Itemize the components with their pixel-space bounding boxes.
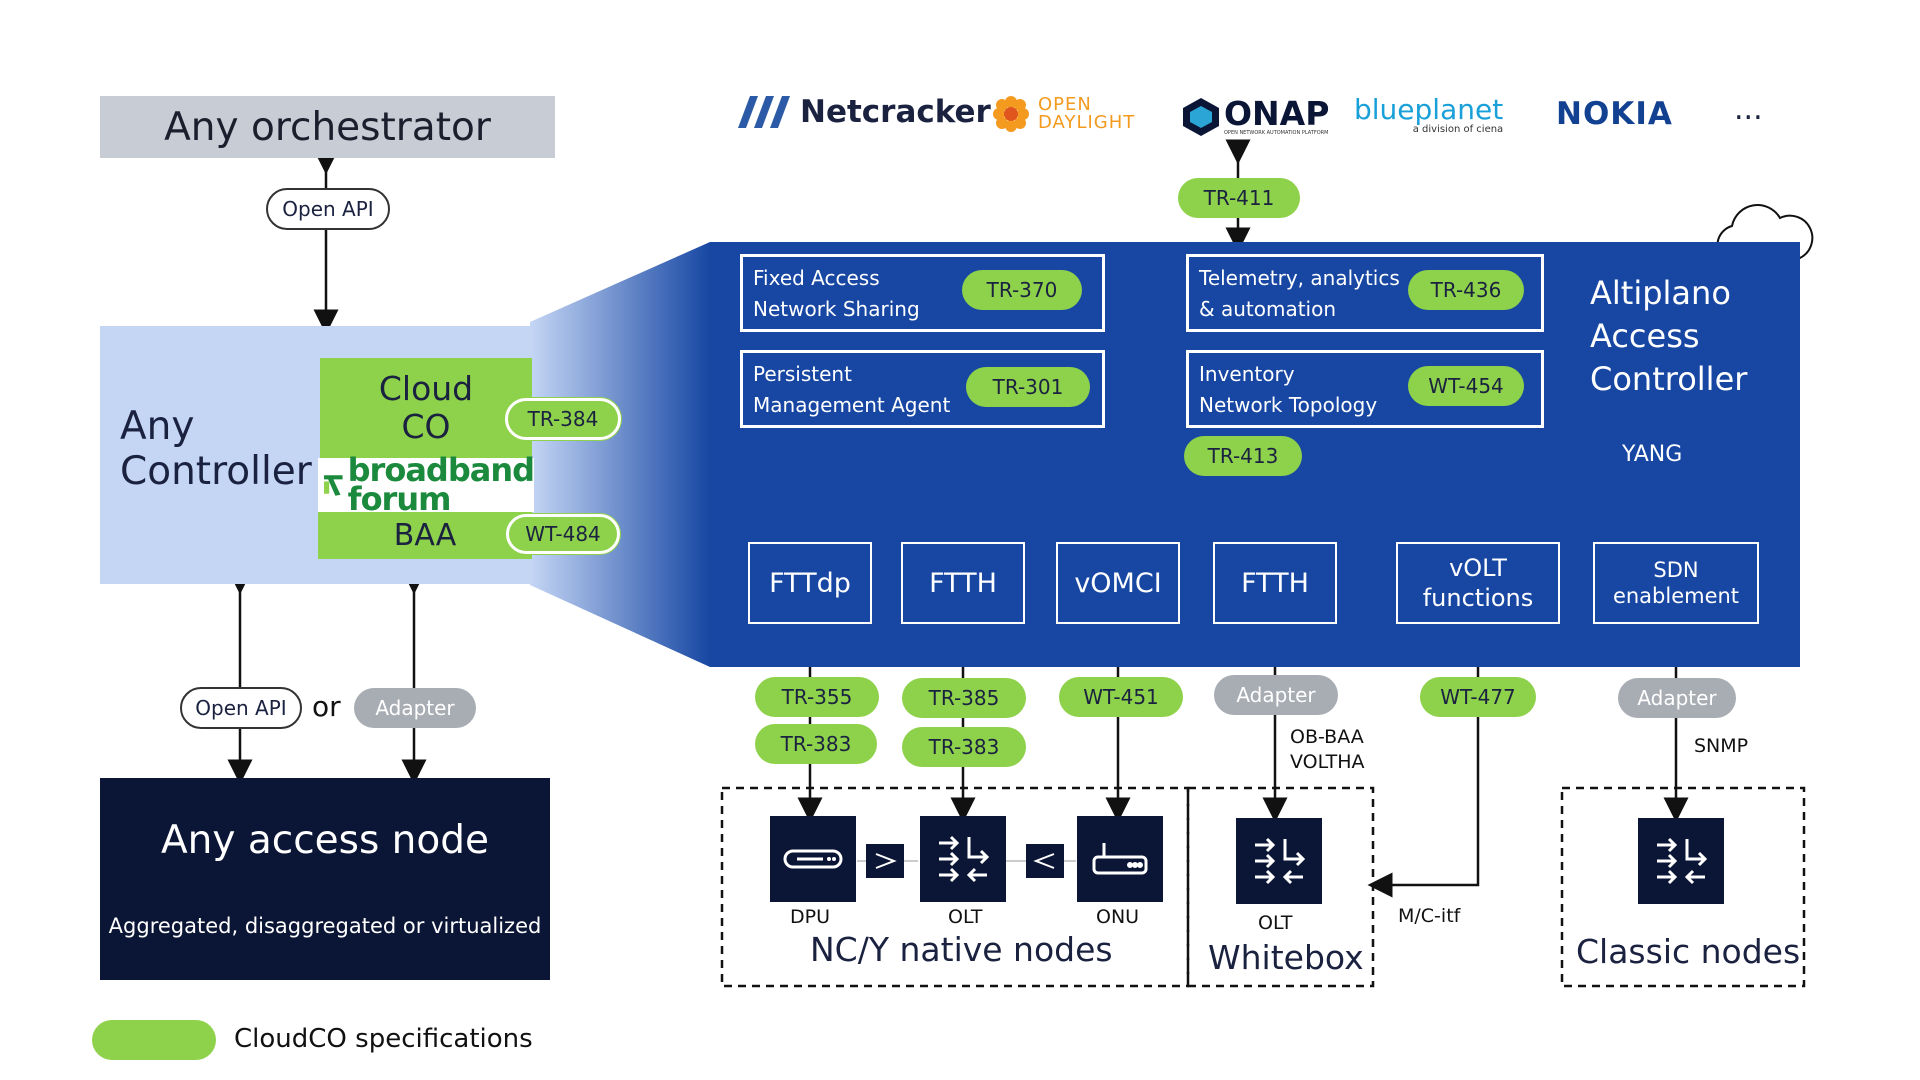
dpu-device-icon	[770, 816, 856, 902]
olt-label: OLT	[948, 906, 983, 928]
chevron-left-icon	[1026, 844, 1064, 878]
wt477-pill: WT-477	[1420, 677, 1536, 717]
onu-label: ONU	[1096, 906, 1140, 928]
adapter-pill-classic: Adapter	[1618, 678, 1736, 718]
snmp-label: SNMP	[1694, 735, 1749, 757]
tr370-pill: TR-370	[962, 270, 1082, 310]
chevron-right-icon	[866, 844, 904, 878]
tr385-pill: TR-385	[902, 678, 1026, 718]
dpu-label: DPU	[790, 906, 830, 928]
function-ftth-1: FTTH	[901, 542, 1025, 624]
app-telemetry-analytics: Telemetry, analytics & automation	[1186, 254, 1544, 332]
tr413-pill: TR-413	[1184, 436, 1302, 476]
blueplanet-logo: blueplanet a division of ciena	[1354, 93, 1504, 136]
native-nodes-label: NC/Y native nodes	[810, 930, 1113, 969]
access-node-subtitle: Aggregated, disaggregated or virtualized	[108, 914, 542, 938]
olt-device-icon	[920, 816, 1006, 902]
netcracker-logo: Netcracker	[736, 92, 991, 132]
any-access-node-box: Any access node Aggregated, disaggregate…	[100, 778, 550, 980]
more-vendors-ellipsis: ...	[1734, 92, 1763, 127]
bbf-arrow-icon	[324, 475, 343, 496]
function-volt: vOLT functions	[1396, 542, 1560, 624]
app-fixed-access-network-sharing: Fixed Access Network Sharing	[740, 254, 1105, 332]
whitebox-olt-label: OLT	[1258, 912, 1293, 934]
access-node-title: Any access node	[160, 818, 489, 863]
wt451-pill: WT-451	[1059, 677, 1183, 717]
tr383-pill-a: TR-383	[755, 724, 877, 764]
orchestrator-label: Any orchestrator	[164, 104, 491, 150]
tr383-pill-b: TR-383	[902, 727, 1026, 767]
tr384-pill: TR-384	[505, 398, 621, 440]
onap-logo: ONAP OPEN NETWORK AUTOMATION PLATFORM	[1180, 96, 1329, 136]
app-inventory-network-topology: Inventory Network Topology	[1186, 350, 1544, 428]
any-controller-label: Any Controller	[120, 404, 312, 494]
altiplano-title: Altiplano Access Controller	[1590, 274, 1748, 399]
tr411-pill: TR-411	[1178, 178, 1300, 218]
cloudco-box: Cloud CO	[320, 358, 532, 458]
open-api-pill-bottom: Open API	[180, 687, 302, 729]
opendaylight-flower-icon	[993, 96, 1029, 132]
function-vomci: vOMCI	[1056, 542, 1180, 624]
adapter-pill-whitebox: Adapter	[1214, 675, 1338, 715]
wt454-pill: WT-454	[1408, 366, 1524, 406]
function-fttdp: FTTdp	[748, 542, 872, 624]
app-persistent-management-agent: Persistent Management Agent	[740, 350, 1105, 428]
nokia-logo: NOKIA	[1556, 96, 1673, 132]
onu-device-icon	[1077, 816, 1163, 902]
onap-hex-icon	[1183, 98, 1219, 136]
tr355-pill: TR-355	[755, 677, 879, 717]
classic-node-icon	[1638, 818, 1724, 904]
wt484-pill: WT-484	[506, 514, 620, 554]
baa-box: BAA	[318, 512, 532, 559]
netcracker-icon	[738, 96, 790, 128]
mc-itf-label: M/C-itf	[1398, 905, 1461, 927]
orchestrator-box: Any orchestrator	[100, 96, 555, 158]
tr301-pill: TR-301	[966, 367, 1090, 407]
function-ftth-2: FTTH	[1213, 542, 1337, 624]
whitebox-label: Whitebox	[1208, 938, 1364, 977]
adapter-pill-left: Adapter	[354, 688, 476, 728]
obbaa-voltha-label: OB-BAA VOLTHA	[1290, 726, 1365, 773]
broadband-forum-logo: broadband forum	[318, 454, 535, 515]
whitebox-olt-icon	[1236, 818, 1322, 904]
legend-swatch	[92, 1020, 216, 1060]
function-sdn-enablement: SDN enablement	[1593, 542, 1759, 624]
or-text: or	[312, 690, 341, 723]
open-api-pill-top: Open API	[266, 188, 390, 230]
projection-fan	[530, 242, 710, 667]
tr436-pill: TR-436	[1408, 270, 1524, 310]
yang-label: YANG	[1622, 442, 1683, 467]
opendaylight-logo: OPEN DAYLIGHT	[988, 94, 1135, 134]
legend-label: CloudCO specifications	[234, 1024, 533, 1054]
classic-nodes-label: Classic nodes	[1576, 932, 1801, 971]
